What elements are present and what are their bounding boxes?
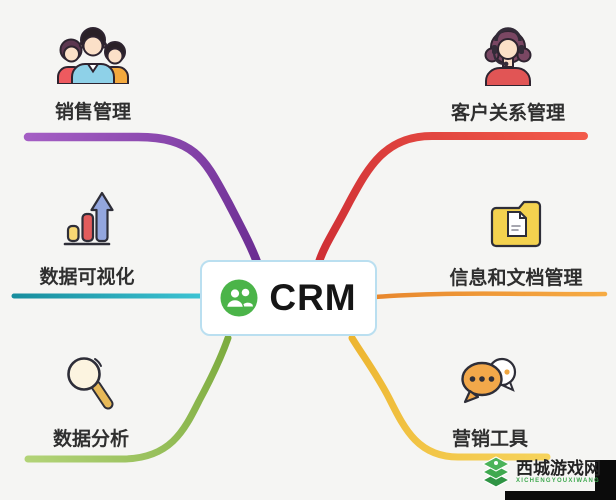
branch-label-data-analysis: 数据分析 bbox=[52, 429, 129, 450]
folder-document-icon bbox=[490, 200, 542, 248]
support-agent-icon bbox=[484, 27, 532, 86]
branch-label-marketing-tools: 营销工具 bbox=[451, 429, 528, 450]
watermark-title: 西城游戏网 bbox=[516, 458, 601, 478]
branch-sales: 销售管理 bbox=[22, 24, 164, 124]
crm-center-node: CRM bbox=[200, 260, 377, 336]
watermark-subtitle: XICHENGYOUXIWANG bbox=[516, 477, 600, 484]
magnifier-icon bbox=[67, 357, 114, 410]
bar-chart-icon bbox=[63, 191, 114, 246]
branch-data-visualization: 数据可视化 bbox=[16, 190, 158, 289]
branch-data-analysis: 数据分析 bbox=[20, 354, 162, 451]
layers-logo bbox=[481, 456, 511, 488]
chat-bubbles-icon bbox=[461, 357, 517, 404]
connector-marketing-tools bbox=[348, 334, 551, 461]
connector-data-analysis bbox=[24, 334, 232, 463]
branch-label-sales: 销售管理 bbox=[54, 102, 131, 123]
branch-info-docs: 信息和文档管理 bbox=[438, 196, 594, 290]
branch-customer-relations: 客户关系管理 bbox=[437, 22, 579, 125]
connector-sales bbox=[23, 132, 262, 267]
watermark-black-block-bottom bbox=[505, 491, 616, 500]
branch-label-info-docs: 信息和文档管理 bbox=[449, 268, 583, 289]
connector-customer-relations bbox=[315, 132, 588, 266]
branch-marketing-tools: 营销工具 bbox=[419, 354, 561, 451]
connector-info-docs bbox=[372, 291, 608, 300]
watermark: 西城游戏网 XICHENGYOUXIWANG bbox=[481, 455, 601, 489]
people-group-icon bbox=[57, 27, 129, 84]
watermark-black-block-right bbox=[595, 460, 616, 500]
crm-title: CRM bbox=[269, 277, 357, 318]
branch-label-customer-relations: 客户关系管理 bbox=[450, 103, 565, 124]
users-icon bbox=[220, 279, 258, 317]
branch-label-data-visualization: 数据可视化 bbox=[39, 267, 135, 288]
